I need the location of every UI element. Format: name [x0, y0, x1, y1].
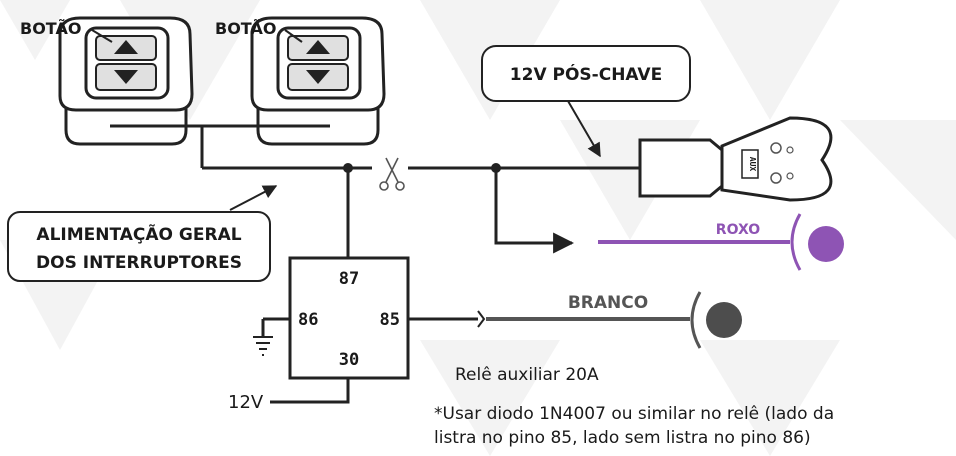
pin-86: 86	[298, 310, 318, 330]
ignition-label: 12V PÓS-CHAVE	[510, 63, 662, 85]
window-switch-icon	[250, 16, 386, 146]
white-wire-label: BRANCO	[568, 293, 648, 313]
module-connector-icon: AUX	[638, 116, 833, 202]
pin-87: 87	[339, 269, 359, 289]
ignition-callout	[481, 45, 691, 102]
relay-box	[288, 256, 410, 380]
diode-note-line1: *Usar diodo 1N4007 ou similar no relê (l…	[434, 404, 835, 424]
white-terminal	[706, 302, 742, 338]
button-left-label: BOTÃO	[20, 19, 81, 38]
supply-label: 12V	[228, 392, 264, 413]
button-label-pointers	[91, 29, 303, 43]
power-pointer	[229, 185, 278, 211]
ground-icon	[253, 336, 273, 356]
power-line2: DOS INTERRUPTORES	[36, 253, 242, 273]
white-wire-arrow	[477, 310, 486, 328]
diode-note-line2: listra no pino 85, lado sem listra no pi…	[434, 428, 811, 448]
junction-dot	[491, 163, 501, 173]
ignition-pointer	[567, 100, 601, 158]
purple-terminal	[808, 226, 844, 262]
junction-dot	[343, 163, 353, 173]
aux-label: AUX	[748, 157, 757, 172]
diode-note: *Usar diodo 1N4007 ou similar no relê (l…	[434, 402, 834, 450]
purple-wire-label: ROXO	[716, 222, 760, 238]
relay-caption: Relê auxiliar 20A	[455, 365, 599, 385]
power-callout	[7, 211, 271, 282]
scissors-icon	[379, 157, 405, 191]
white-connector	[690, 291, 702, 349]
pin-30: 30	[339, 350, 359, 370]
purple-connector	[790, 213, 802, 271]
window-switch-icon	[58, 16, 194, 146]
button-right-label: BOTÃO	[215, 19, 276, 38]
power-line1: ALIMENTAÇÃO GERAL	[36, 222, 241, 245]
pin-85: 85	[380, 310, 400, 330]
